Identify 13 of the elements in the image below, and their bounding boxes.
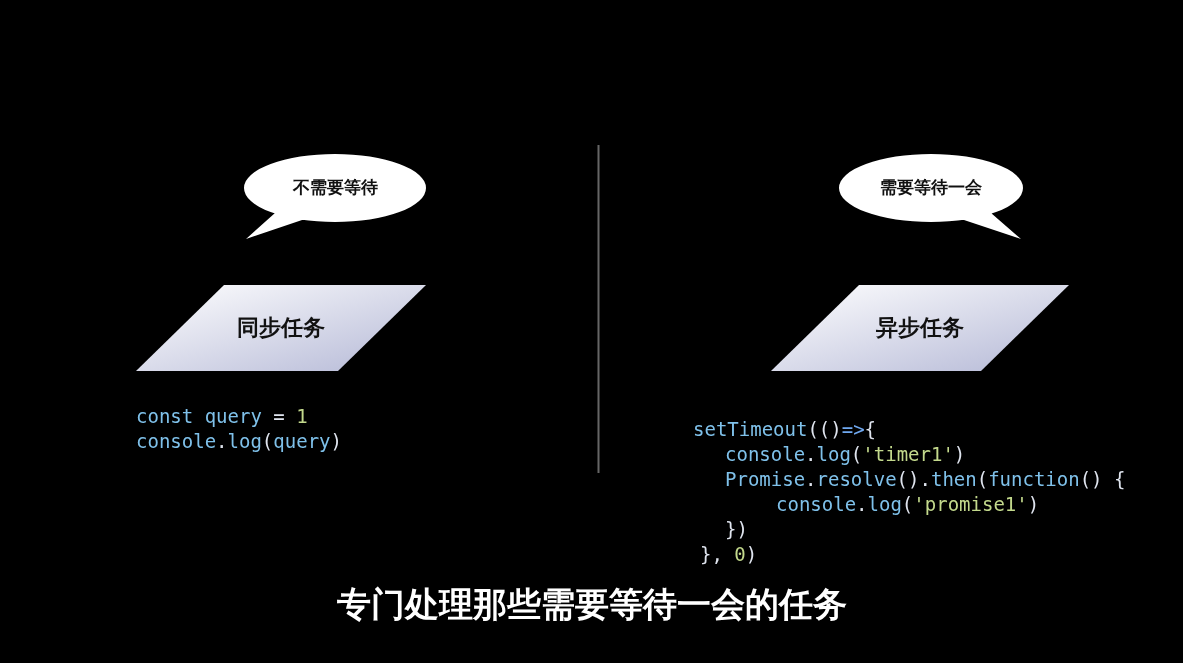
- code-line: setTimeout(()=>{: [693, 418, 877, 440]
- code-line: console.log('timer1'): [725, 443, 966, 465]
- code-line: }): [725, 518, 748, 540]
- task-label: 同步任务: [237, 315, 325, 340]
- code-line: console.log(query): [136, 430, 342, 452]
- bubble-text: 需要等待一会: [880, 177, 982, 197]
- code-line: const query = 1: [136, 405, 308, 427]
- code-line: Promise.resolve().then(function() {: [725, 468, 1126, 490]
- code-line: console.log('promise1'): [776, 493, 1040, 515]
- bubble-text: 不需要等待: [292, 177, 378, 197]
- code-line: }, 0): [700, 543, 758, 565]
- subtitle-text: 专门处理那些需要等待一会的任务: [336, 584, 847, 624]
- task-label: 异步任务: [876, 315, 964, 340]
